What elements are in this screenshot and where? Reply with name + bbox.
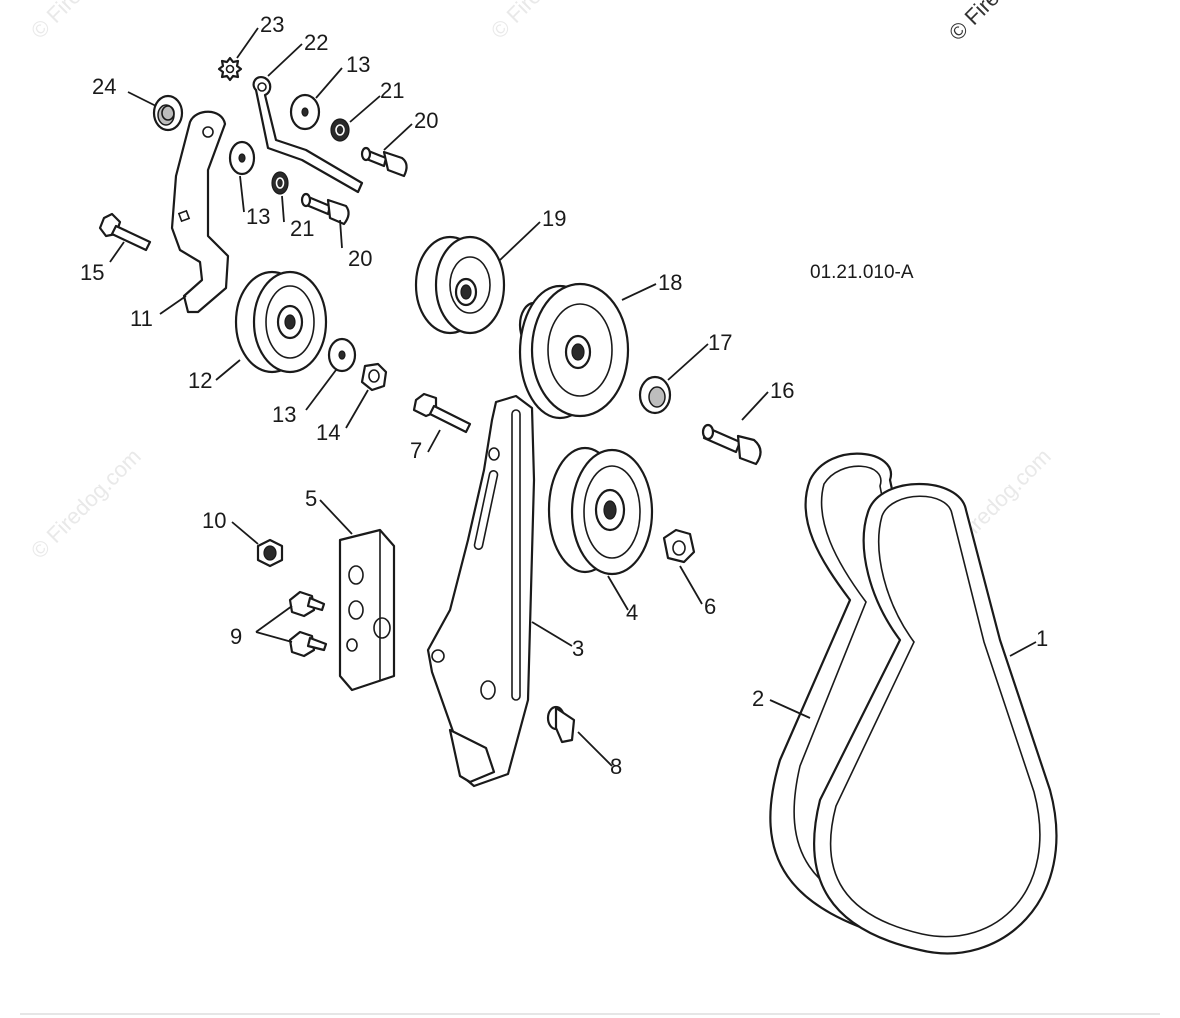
part-4-pulley <box>547 446 654 576</box>
part-22-rod <box>252 76 364 194</box>
part-8-bolt <box>546 705 576 744</box>
part-11-bracket <box>170 110 230 314</box>
callout-13: 13 <box>346 52 370 77</box>
part-13-washer <box>228 140 256 176</box>
part-16-bolt <box>701 423 762 466</box>
callout-18: 18 <box>658 270 682 295</box>
part-21-nut <box>271 171 289 195</box>
callout-12: 12 <box>188 368 212 393</box>
part-13-washer <box>289 93 321 131</box>
callout-11: 11 <box>130 306 153 331</box>
watermark: © Fire <box>944 0 1004 46</box>
part-3-arm <box>426 394 536 788</box>
callout-22: 22 <box>304 30 328 55</box>
part-17-spacer <box>638 375 672 415</box>
part-15-bolt <box>98 212 152 252</box>
callout-4: 4 <box>626 600 638 625</box>
callout-21: 21 <box>290 216 314 241</box>
part-1-belt <box>812 483 1058 955</box>
part-21-nut <box>330 118 350 142</box>
part-12-pulley <box>234 270 328 374</box>
callouts: 1 2 3 4 5 6 7 8 9 10 11 12 13 13 13 14 1… <box>80 12 1048 779</box>
callout-14: 14 <box>316 420 340 445</box>
callout-1: 1 <box>1036 626 1048 651</box>
part-20-bolt <box>300 192 350 226</box>
callout-23: 23 <box>260 12 284 37</box>
part-6-nut <box>662 528 696 564</box>
callout-19: 19 <box>542 206 566 231</box>
callout-3: 3 <box>572 636 584 661</box>
callout-5: 5 <box>305 486 317 511</box>
callout-20: 20 <box>414 108 438 133</box>
part-9-bolt <box>288 590 326 618</box>
reference-code: 01.21.010-A <box>810 262 914 283</box>
callout-21: 21 <box>380 78 404 103</box>
part-19-pulley <box>414 235 506 335</box>
part-7-bolt <box>412 392 472 434</box>
part-20-bolt <box>360 146 408 178</box>
watermark: © Firedog.com <box>26 0 146 44</box>
callout-6: 6 <box>704 594 716 619</box>
callout-24: 24 <box>92 74 116 99</box>
watermark: © Firedog.com <box>26 444 146 564</box>
part-18-pulley <box>518 282 630 420</box>
callout-2: 2 <box>752 686 764 711</box>
callout-15: 15 <box>80 260 104 285</box>
part-10-nut <box>256 538 284 568</box>
callout-9: 9 <box>230 624 242 649</box>
callout-8: 8 <box>610 754 622 779</box>
callout-13: 13 <box>272 402 296 427</box>
part-5-plate <box>338 528 396 692</box>
part-13-washer <box>327 337 357 373</box>
callout-10: 10 <box>202 508 226 533</box>
watermark: © Firedog.com <box>486 0 606 44</box>
part-23-star-washer <box>217 56 243 82</box>
callout-17: 17 <box>708 330 732 355</box>
callout-13: 13 <box>246 204 270 229</box>
callout-7: 7 <box>410 438 422 463</box>
part-14-nut <box>360 362 388 392</box>
callout-20: 20 <box>348 246 372 271</box>
leader-lines <box>109 27 1037 767</box>
part-9-bolt <box>288 630 328 658</box>
callout-16: 16 <box>770 378 794 403</box>
part-24-spacer <box>152 94 184 132</box>
